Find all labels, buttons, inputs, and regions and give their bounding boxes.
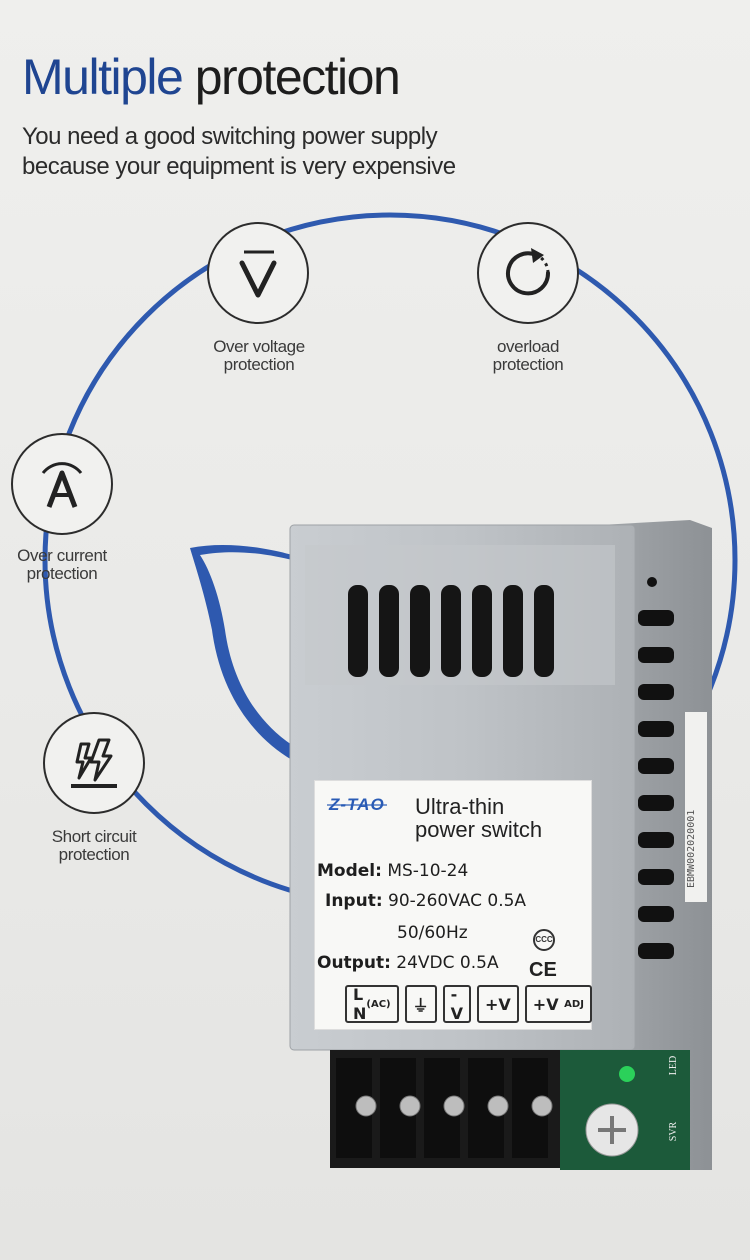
top-vents bbox=[348, 585, 554, 677]
voltage-v-icon bbox=[239, 250, 277, 298]
led-label: LED bbox=[668, 1055, 680, 1076]
terminal-plus-v: +V bbox=[477, 985, 519, 1023]
serial-code: EBMW002020001 bbox=[686, 809, 697, 888]
over-current-badge bbox=[11, 433, 113, 535]
ce-mark: CE bbox=[529, 959, 557, 981]
model-value: MS-10-24 bbox=[387, 861, 469, 881]
terminal-ln: L N(AC) bbox=[345, 985, 399, 1023]
model-row: Model: MS-10-24 bbox=[317, 861, 468, 881]
overload-refresh-icon bbox=[506, 248, 551, 296]
over-voltage-badge bbox=[207, 222, 309, 324]
short-circuit-label: Short circuit protection bbox=[51, 827, 137, 864]
overload-badge bbox=[477, 222, 579, 324]
output-value: 24VDC 0.5A bbox=[396, 953, 499, 973]
short-circuit-bolt-icon bbox=[71, 738, 117, 788]
title-accent: Multiple bbox=[22, 49, 184, 105]
input-frequency: 50/60Hz bbox=[397, 923, 468, 943]
short-circuit-badge bbox=[43, 712, 145, 814]
terminal-block bbox=[330, 1050, 560, 1168]
ccc-mark: CCC bbox=[533, 929, 555, 951]
subtitle: You need a good switching power supply b… bbox=[22, 122, 456, 182]
output-key: Output: bbox=[317, 953, 391, 973]
over-current-label: Over current protection bbox=[17, 546, 107, 583]
overload-label: overload protection bbox=[492, 337, 564, 374]
terminal-minus-v: -V bbox=[442, 985, 471, 1023]
terminal-adj: +V ADJ bbox=[524, 985, 592, 1023]
output-row: Output: 24VDC 0.5A bbox=[317, 953, 499, 973]
terminal-legend: L N(AC) ⏚ -V +V +V ADJ bbox=[345, 985, 592, 1023]
over-voltage-label: Over voltage protection bbox=[213, 337, 305, 374]
subtitle-line-2: because your equipment is very expensive bbox=[22, 153, 456, 180]
input-value: 90-260VAC 0.5A bbox=[388, 891, 527, 911]
input-row: Input: 90-260VAC 0.5A bbox=[325, 891, 526, 911]
terminal-ground: ⏚ bbox=[404, 985, 437, 1023]
svr-label: SVR bbox=[668, 1121, 680, 1142]
current-a-icon bbox=[41, 462, 83, 508]
title-rest: protection bbox=[194, 49, 401, 105]
pcb-board bbox=[560, 1050, 690, 1170]
brand-logo: Z-TAO bbox=[327, 795, 387, 814]
product-title: Ultra-thin power switch bbox=[415, 794, 543, 842]
input-key: Input: bbox=[325, 891, 383, 911]
subtitle-line-1: You need a good switching power supply bbox=[22, 123, 438, 150]
side-vents bbox=[638, 577, 674, 959]
model-key: Model: bbox=[317, 861, 382, 881]
page-title: Multiple protection bbox=[22, 49, 401, 105]
product-spec-label: Z-TAO Ultra-thin power switch Model: MS-… bbox=[314, 780, 592, 1030]
